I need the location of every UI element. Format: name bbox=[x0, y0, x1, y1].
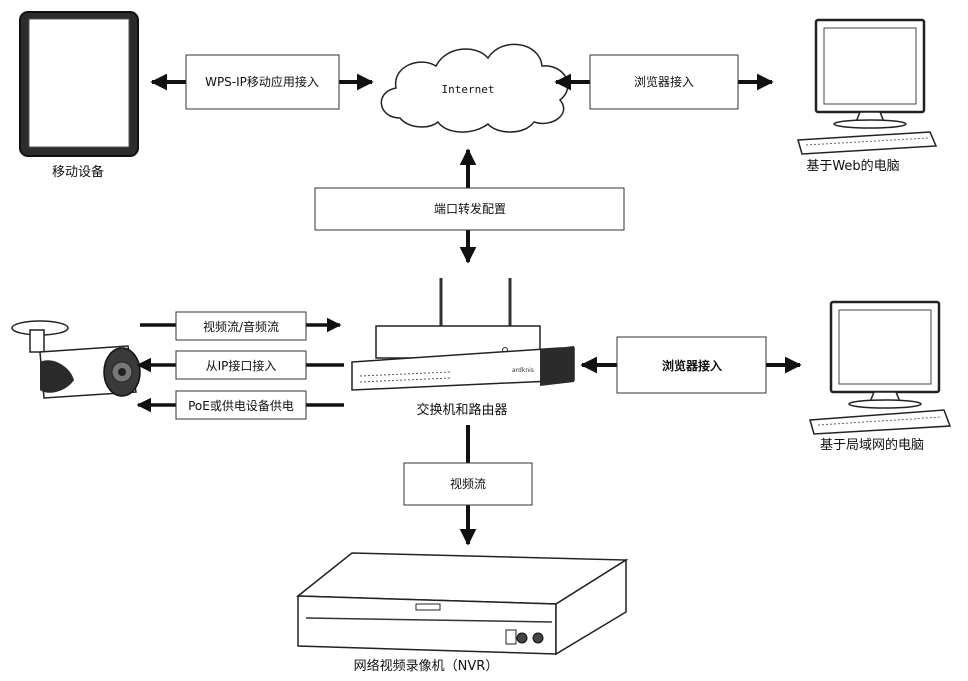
video-stream-box bbox=[403, 462, 533, 506]
video-audio-box bbox=[175, 311, 307, 341]
wps-ip-label: WPS-IP移动应用接入 bbox=[205, 74, 319, 89]
lan-pc-label: 基于局域网的电脑 bbox=[820, 437, 924, 453]
internet-label: Internet bbox=[442, 83, 495, 96]
video-stream-label: 视频流 bbox=[450, 476, 486, 491]
web-pc-label: 基于Web的电脑 bbox=[806, 158, 899, 174]
port-forward-label: 端口转发配置 bbox=[434, 201, 506, 216]
nvr-icon bbox=[295, 552, 629, 656]
poe-label: PoE或供电设备供电 bbox=[188, 399, 294, 413]
browser-top-box bbox=[589, 54, 739, 110]
tablet-icon bbox=[19, 11, 139, 157]
ip-access-box bbox=[175, 350, 307, 380]
lan-pc-icon bbox=[809, 300, 952, 435]
nvr-label: 网络视频录像机（NVR） bbox=[354, 658, 499, 674]
browser-lan-box bbox=[616, 336, 767, 394]
browser-lan-label: 浏览器接入 bbox=[662, 358, 722, 373]
wps-ip-box bbox=[185, 54, 340, 110]
video-audio-label: 视频流/音频流 bbox=[203, 319, 279, 334]
router-label: 交换机和路由器 bbox=[416, 402, 507, 418]
browser-top-label: 浏览器接入 bbox=[634, 74, 694, 89]
web-pc-icon bbox=[797, 18, 938, 155]
mobile-device-label: 移动设备 bbox=[52, 164, 104, 180]
ip-access-label: 从IP接口接入 bbox=[206, 358, 277, 373]
poe-box bbox=[175, 390, 307, 420]
router-icon bbox=[351, 278, 575, 391]
internet-cloud-icon bbox=[380, 43, 569, 133]
ip-camera-icon bbox=[11, 320, 141, 399]
router-brand-label: ardknis bbox=[512, 367, 534, 374]
port-forward-box bbox=[314, 187, 625, 231]
